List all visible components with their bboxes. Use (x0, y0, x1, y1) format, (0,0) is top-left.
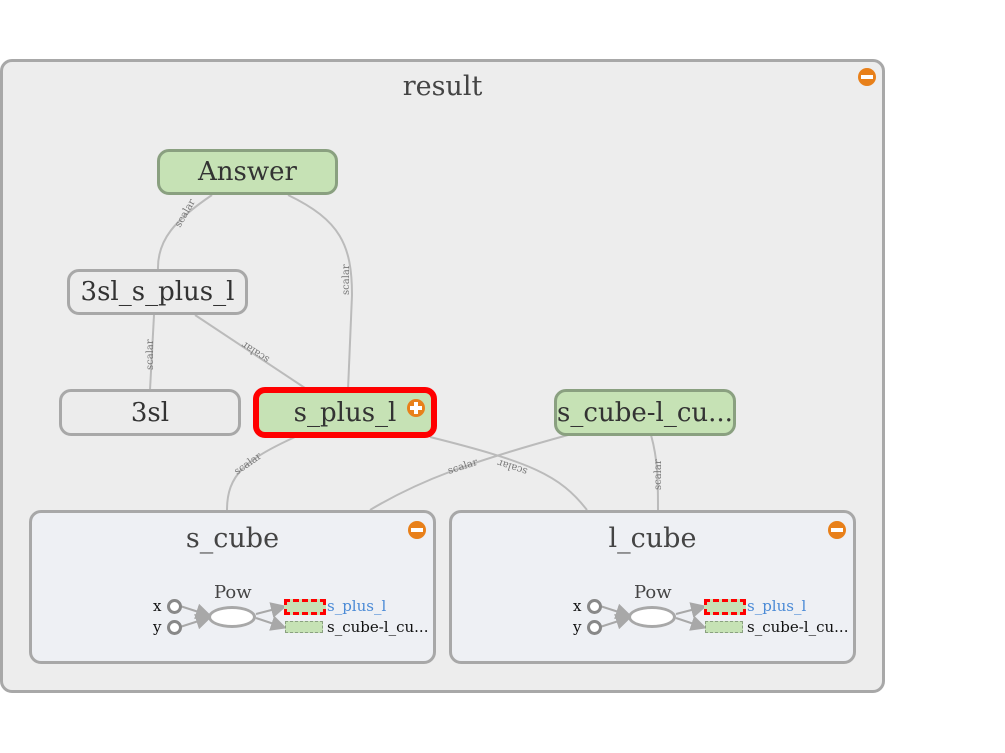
s-cube-output-s-plus-l-label[interactable]: s_plus_l (327, 597, 387, 615)
group-l-cube[interactable]: l_cube (449, 510, 856, 664)
expand-s-plus-l-icon[interactable] (407, 399, 425, 417)
l-cube-output-s-plus-l-bar[interactable] (704, 599, 746, 615)
s-cube-input-y-port[interactable] (167, 620, 182, 635)
l-cube-input-y-port[interactable] (587, 620, 602, 635)
s-cube-output-s-cube-l-cube-label[interactable]: s_cube-l_cu... (327, 618, 429, 636)
l-cube-input-y-label: y (573, 618, 582, 636)
node-3sl[interactable]: 3sl (59, 389, 241, 436)
l-cube-output-s-cube-l-cube-label[interactable]: s_cube-l_cu... (747, 618, 849, 636)
l-cube-output-s-cube-l-cube-bar[interactable] (705, 621, 743, 633)
graph-title: result (402, 71, 483, 102)
l-cube-pow-op[interactable] (628, 606, 676, 628)
s-cube-input-x-label: x (153, 597, 162, 615)
l-cube-input-x-label: x (573, 597, 582, 615)
s-cube-input-y-label: y (153, 618, 162, 636)
s-cube-pow-op[interactable] (208, 606, 256, 628)
collapse-l-cube-icon[interactable] (828, 521, 846, 539)
group-s-cube[interactable]: s_cube (29, 510, 436, 664)
collapse-result-icon[interactable] (858, 68, 876, 86)
node-3sl-s-plus-l[interactable]: 3sl_s_plus_l (67, 269, 248, 315)
node-s-cube-l-cube[interactable]: s_cube-l_cu... (554, 389, 736, 436)
node-answer[interactable]: Answer (157, 149, 338, 195)
s-cube-output-s-cube-l-cube-bar[interactable] (285, 621, 323, 633)
node-s-plus-l[interactable]: s_plus_l (253, 387, 437, 438)
s-cube-pow-label: Pow (214, 582, 252, 603)
l-cube-output-s-plus-l-label[interactable]: s_plus_l (747, 597, 807, 615)
collapse-s-cube-icon[interactable] (408, 521, 426, 539)
group-l-cube-title: l_cube (608, 523, 697, 554)
group-s-cube-title: s_cube (185, 523, 280, 554)
l-cube-pow-label: Pow (634, 582, 672, 603)
s-cube-output-s-plus-l-bar[interactable] (284, 599, 326, 615)
l-cube-input-x-port[interactable] (587, 599, 602, 614)
s-cube-input-x-port[interactable] (167, 599, 182, 614)
